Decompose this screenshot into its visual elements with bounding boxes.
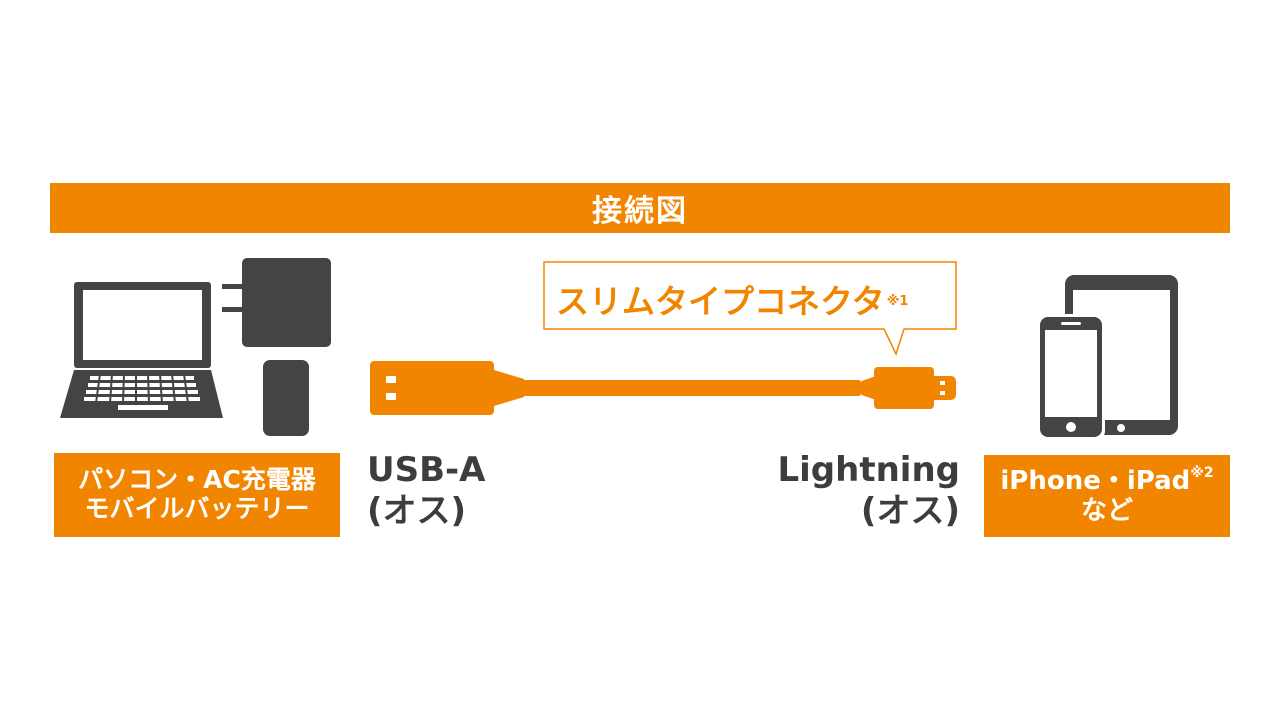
target-devices-footnote-mark: ※2 [1190,465,1214,482]
usb-a-type: (オス) [367,490,467,531]
slim-connector-label: スリムタイプコネクタ※1 [556,275,908,323]
mobile-battery-icon [263,360,309,436]
ac-charger-icon [222,258,331,347]
diagram-title-bar: 接続図 [50,183,1230,233]
iphone-icon [1037,314,1105,440]
usb-a-name: USB-A [367,450,486,490]
source-devices-line2: モバイルバッテリー [84,494,310,523]
lightning-name: Lightning [777,450,960,490]
target-devices-line1: iPhone・iPad [1000,466,1191,497]
connector-callout-box [543,261,957,357]
source-devices-line1: パソコン・AC充電器 [78,465,316,495]
lightning-cable [370,361,956,415]
laptop-icon [60,282,223,418]
lightning-label: Lightning (オス) [740,450,960,532]
target-devices-line2: など [1080,496,1133,526]
source-devices-label: パソコン・AC充電器 モバイルバッテリー [54,453,340,537]
diagram-title: 接続図 [592,194,688,229]
callout-footnote-mark: ※1 [886,294,909,309]
lightning-type: (オス) [860,490,960,531]
target-devices-label: iPhone・iPad※2 など [984,455,1230,537]
usb-a-label: USB-A (オス) [367,450,485,532]
callout-text: スリムタイプコネクタ [556,282,885,321]
